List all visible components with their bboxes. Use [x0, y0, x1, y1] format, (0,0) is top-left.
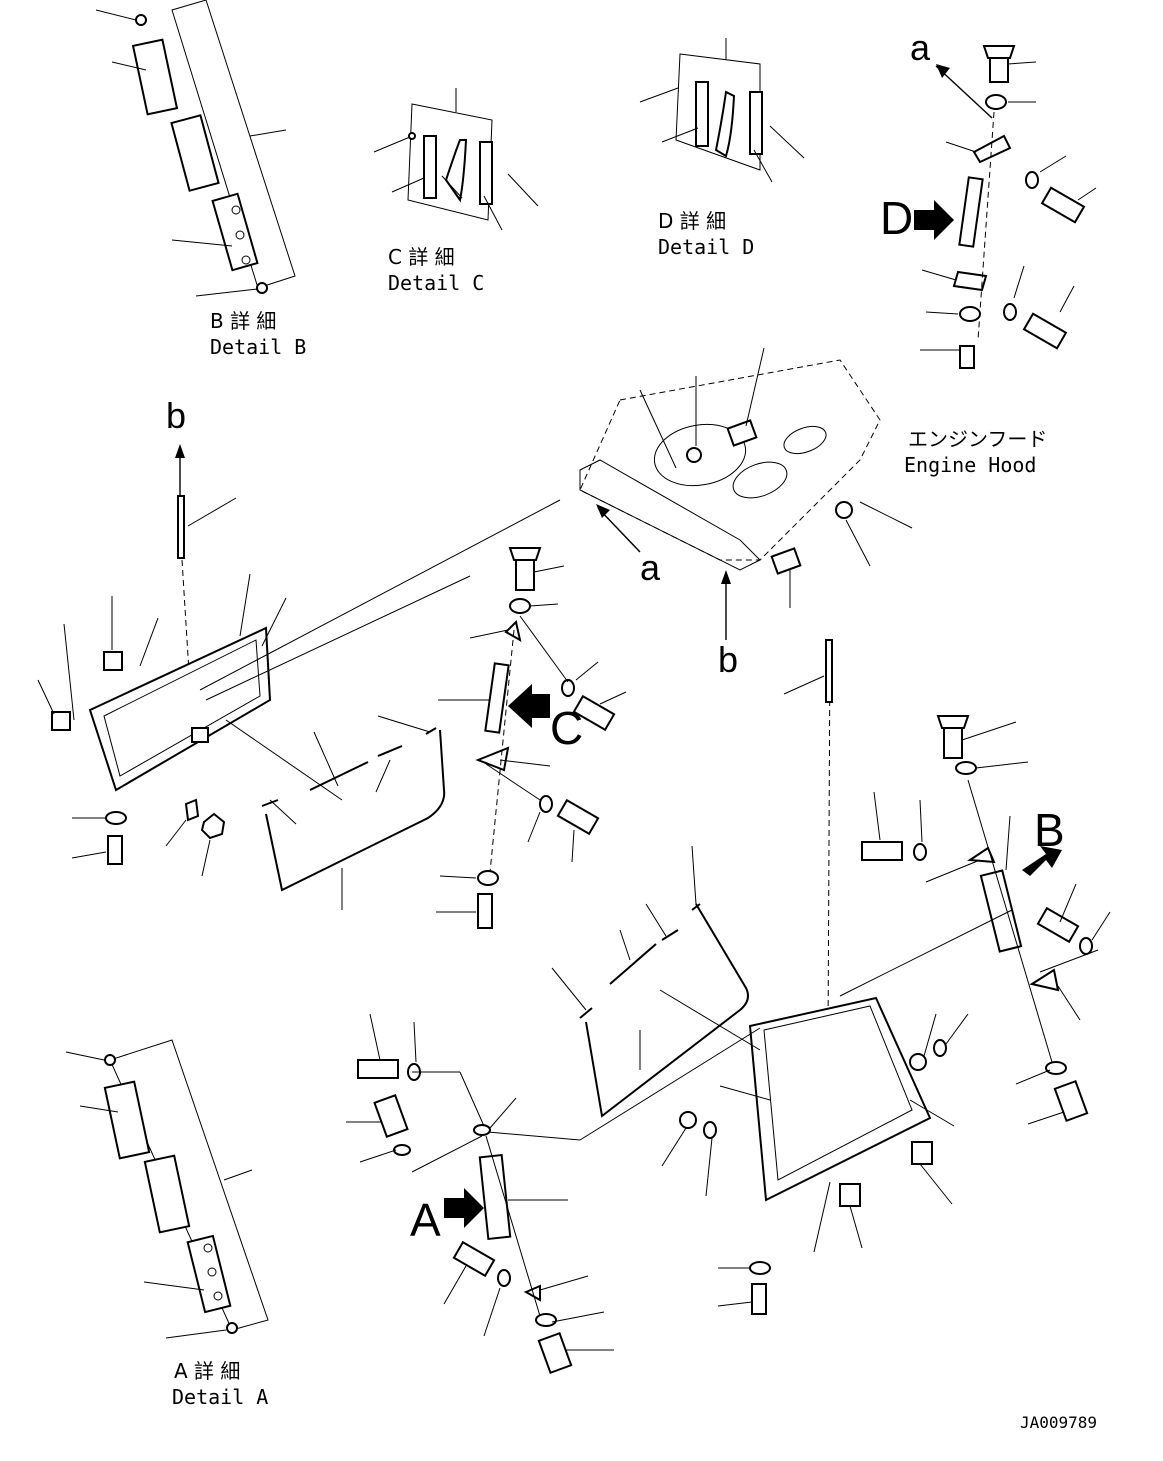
view-d-letter: D	[880, 192, 913, 244]
view-d-arrow-icon	[914, 200, 954, 240]
ref-a-mid: a	[640, 547, 661, 588]
engine-hood-label-jp: エンジンフード	[908, 427, 1047, 451]
left-door-seal	[225, 715, 446, 910]
ref-a-mid-arrow	[597, 507, 641, 553]
right-door-seal	[551, 845, 761, 1118]
ref-b-left: b	[166, 395, 186, 436]
arrow-head-b-mid	[721, 570, 731, 584]
hinge-stack-b	[839, 715, 1111, 1125]
detail-d-title-jp: D 詳 細	[658, 209, 726, 233]
left-side-door	[37, 495, 561, 877]
latch-stack-d: a	[910, 27, 1097, 369]
detail-d-assembly	[639, 38, 805, 183]
detail-c-assembly	[373, 88, 539, 231]
view-b-arrow-icon	[1022, 846, 1062, 876]
detail-b-title-en: Detail B	[210, 335, 306, 359]
ref-a-top: a	[910, 27, 931, 68]
detail-c-title-en: Detail C	[388, 271, 484, 295]
view-c-letter: C	[550, 702, 583, 754]
view-c-arrow-icon	[508, 684, 550, 728]
detail-a-title-en: Detail A	[172, 1385, 268, 1409]
view-a-arrow-icon	[444, 1188, 484, 1228]
hinge-stack-a	[346, 1013, 614, 1375]
drawing-code: JA009789	[1020, 1413, 1097, 1432]
view-b-letter: B	[1034, 804, 1065, 856]
detail-a-title-jp: A 詳 細	[174, 1359, 240, 1383]
detail-b-assembly	[95, 0, 296, 297]
view-a-letter: A	[410, 1194, 441, 1246]
arrow-head-a-top	[936, 64, 950, 78]
engine-hood-label-en: Engine Hood	[904, 453, 1036, 477]
detail-c-title-jp: C 詳 細	[388, 245, 455, 269]
engine-hood	[579, 347, 913, 608]
arrow-head-a-mid	[596, 504, 610, 518]
right-side-door	[579, 639, 969, 1315]
detail-b-title-jp: B 詳 細	[210, 309, 276, 333]
ref-b-mid: b	[718, 639, 738, 680]
latch-stack-c	[436, 547, 627, 929]
detail-d-title-en: Detail D	[658, 235, 754, 259]
detail-a-assembly	[65, 1039, 269, 1339]
arrow-head-b-left	[175, 444, 185, 458]
